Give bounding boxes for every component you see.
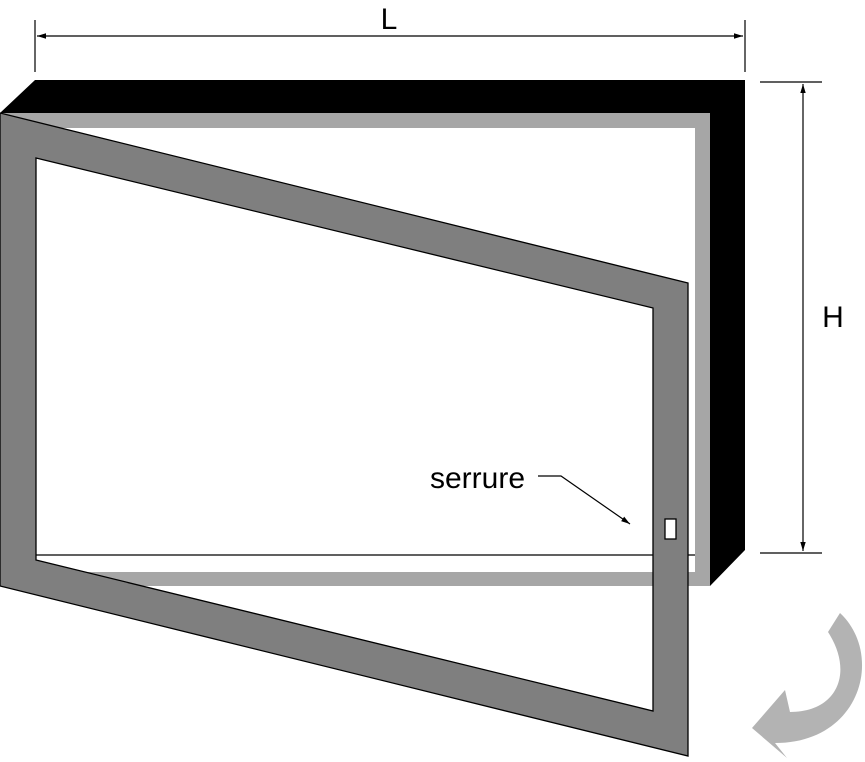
height-label: H <box>822 301 844 334</box>
height-dimension <box>760 81 822 554</box>
width-dimension <box>34 20 746 72</box>
curved-arrow-icon <box>752 613 863 758</box>
width-label: L <box>381 3 398 36</box>
lock-callout <box>538 475 631 525</box>
lock-label: serrure <box>430 462 525 495</box>
door-panel <box>0 112 689 757</box>
frame-face <box>0 113 710 586</box>
lock-icon <box>664 518 677 540</box>
